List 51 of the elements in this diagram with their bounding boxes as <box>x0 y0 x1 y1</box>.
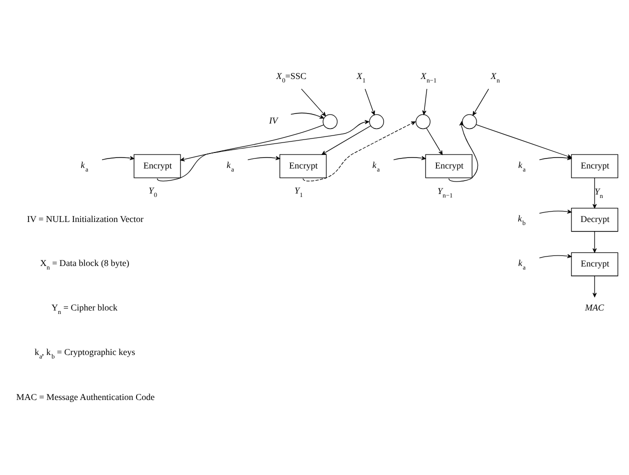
arrow <box>592 178 597 208</box>
node-circle <box>322 114 338 130</box>
node-box: Encrypt <box>425 154 472 178</box>
node-text: k$_{b}$ <box>518 214 526 227</box>
node-text: MAC <box>584 302 604 313</box>
label: k$_{a}$, k$_{b}$ = Cryptographic keys <box>34 347 136 361</box>
arrow <box>156 120 370 182</box>
arrow <box>422 88 428 115</box>
label: X$_{n}$ = Data block (8 byte) <box>40 258 130 272</box>
arrow <box>102 156 134 160</box>
node-text: k$_{a}$ <box>80 160 88 174</box>
arrow <box>364 88 375 116</box>
node-text: X$_{n−1}$ <box>420 70 437 84</box>
arrow <box>592 276 597 298</box>
node-text: k$_{a}$ <box>518 258 526 272</box>
node-circle <box>416 114 430 130</box>
arrow <box>539 210 572 214</box>
arrow <box>472 88 489 116</box>
node-box: Encrypt <box>571 252 618 276</box>
arrow <box>180 124 324 162</box>
node-text: IV <box>269 115 278 126</box>
node-text: X$_{n}$ <box>490 70 500 84</box>
node-box: Decrypt <box>571 208 618 232</box>
node-box: Encrypt <box>134 154 181 178</box>
node-circle <box>369 114 384 130</box>
label: IV = NULL Initialization Vector <box>26 214 144 224</box>
arrow <box>592 231 597 253</box>
arrow <box>539 254 572 258</box>
edge-label: Y$_{1}$ <box>294 186 303 200</box>
node-box: Encrypt <box>571 154 618 178</box>
edge-label: Y$_{n−1}$ <box>437 186 453 200</box>
arrow <box>322 126 371 155</box>
arrow <box>393 156 426 160</box>
edge-label: Y$_{n}$ <box>594 186 604 200</box>
arrow <box>301 88 326 116</box>
label: MAC = Message Authentication Code <box>16 392 155 402</box>
arrow <box>302 121 416 182</box>
node-box: Encrypt <box>280 154 327 178</box>
node-circle <box>462 114 477 130</box>
node-text: k$_{a}$ <box>372 160 380 174</box>
node-text: X$_{1}$ <box>356 70 366 84</box>
node-text: X$_{0}$=SSC <box>276 70 306 84</box>
node-text: k$_{a}$ <box>226 160 234 174</box>
arrow <box>539 156 572 160</box>
arrow <box>426 128 443 155</box>
edge-label: Y$_{0}$ <box>148 186 158 200</box>
node-text: k$_{a}$ <box>518 160 526 174</box>
label: Y$_{n}$ = Cipher block <box>51 302 118 316</box>
arrow <box>290 112 324 119</box>
arrow <box>247 156 280 160</box>
arrow <box>448 121 478 182</box>
